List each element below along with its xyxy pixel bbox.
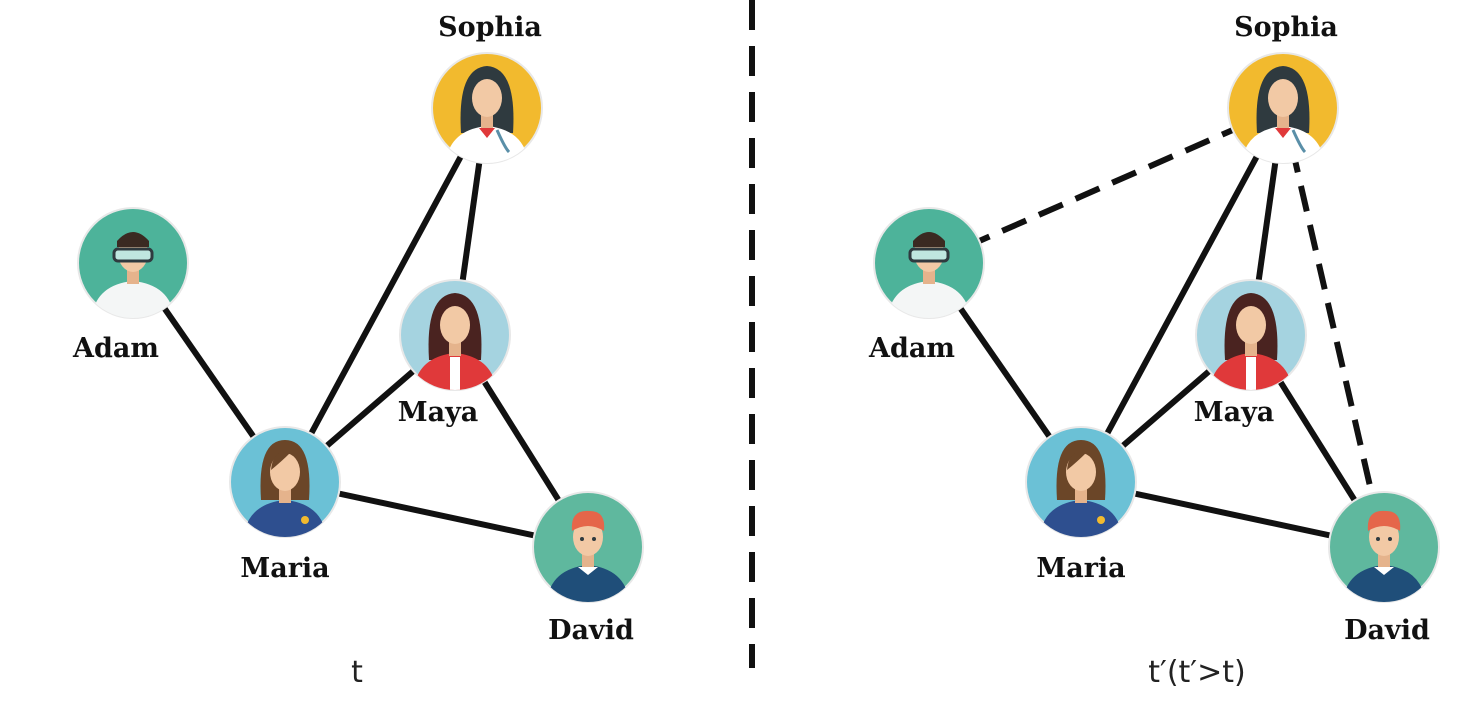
node-label-maria: Maria bbox=[240, 553, 329, 584]
node-maya[interactable]: Maya bbox=[1194, 279, 1307, 428]
node-david[interactable]: David bbox=[532, 491, 644, 646]
sophia-avatar-figure bbox=[445, 66, 529, 163]
node-label-adam: Adam bbox=[72, 333, 159, 364]
node-david[interactable]: David bbox=[1328, 491, 1440, 646]
node-label-adam: Adam bbox=[868, 333, 955, 364]
node-maria[interactable]: Maria bbox=[1025, 426, 1137, 584]
node-label-david: David bbox=[548, 615, 634, 646]
node-label-maya: Maya bbox=[1194, 397, 1275, 428]
david-avatar-figure bbox=[1342, 510, 1426, 602]
edge-maria-sophia bbox=[1078, 106, 1286, 484]
david-avatar-figure bbox=[546, 510, 630, 602]
node-label-sophia: Sophia bbox=[1234, 12, 1338, 43]
node-sophia[interactable]: Sophia bbox=[1227, 12, 1339, 168]
dashed-edge-adam-sophia bbox=[927, 105, 1285, 266]
sophia-avatar-figure bbox=[1241, 66, 1325, 163]
node-maya[interactable]: Maya bbox=[398, 279, 511, 428]
panel-caption: t bbox=[351, 655, 363, 690]
maria-avatar-figure bbox=[243, 440, 327, 537]
maya-avatar-figure bbox=[1209, 293, 1293, 390]
maria-avatar-figure bbox=[1039, 440, 1123, 537]
node-adam[interactable]: Adam bbox=[72, 207, 189, 364]
edge-maria-sophia bbox=[282, 106, 490, 484]
adam-avatar-figure bbox=[91, 232, 175, 318]
node-label-maria: Maria bbox=[1036, 553, 1125, 584]
node-label-maya: Maya bbox=[398, 397, 479, 428]
maya-avatar-figure bbox=[413, 293, 497, 390]
node-adam[interactable]: Adam bbox=[868, 207, 985, 364]
dashed-edge-sophia-david bbox=[1280, 107, 1387, 548]
node-maria[interactable]: Maria bbox=[229, 426, 341, 584]
node-label-sophia: Sophia bbox=[438, 12, 542, 43]
adam-avatar-figure bbox=[887, 232, 971, 318]
node-sophia[interactable]: Sophia bbox=[431, 12, 543, 168]
node-label-david: David bbox=[1344, 615, 1430, 646]
panel-caption: t′(t′>t) bbox=[1148, 655, 1245, 690]
